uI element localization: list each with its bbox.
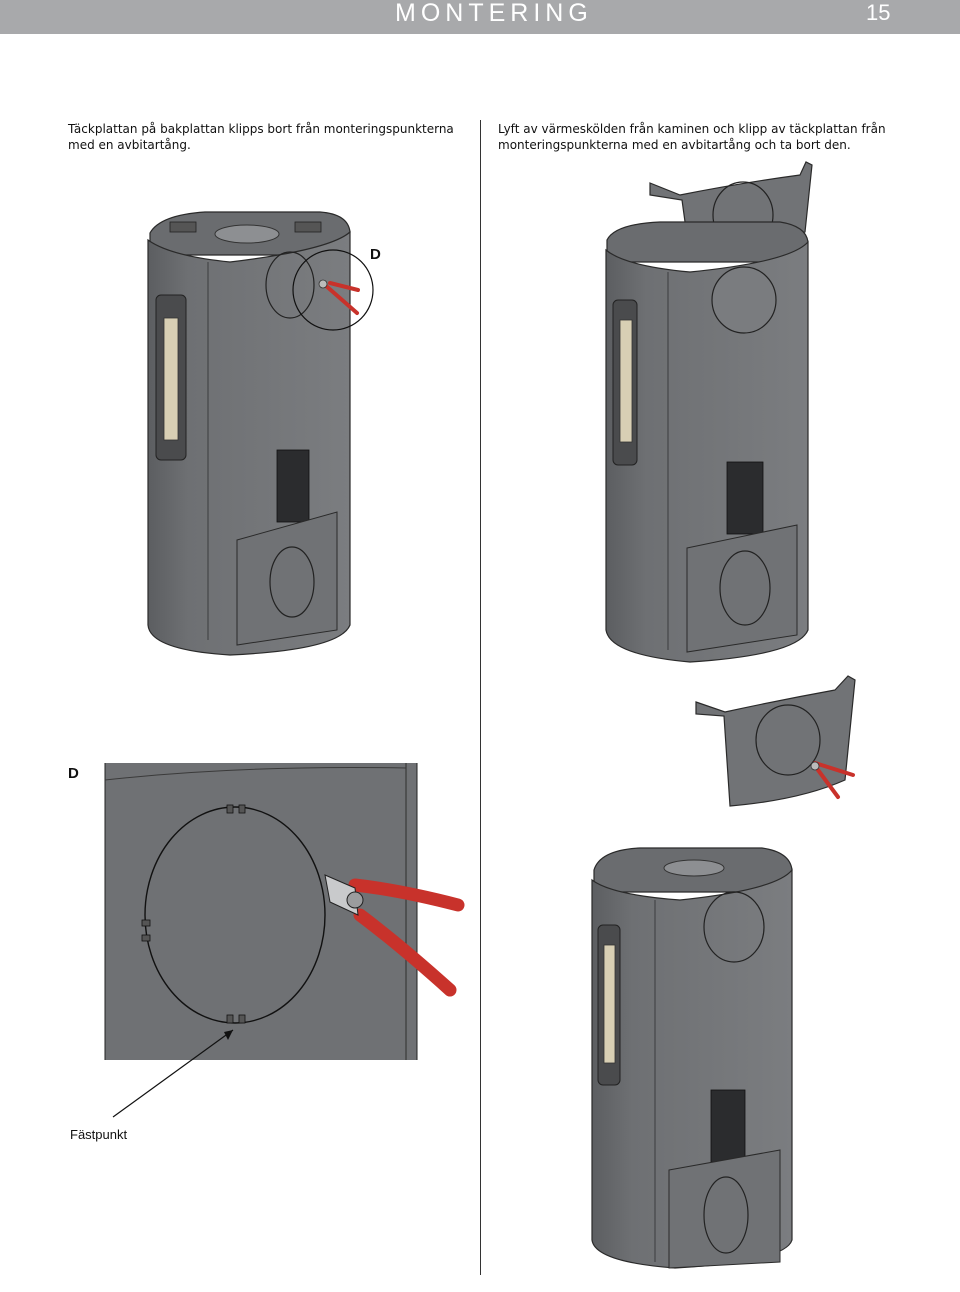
attachment-point-label: Fästpunkt bbox=[70, 1127, 128, 1142]
page-header: MONTERING 15 bbox=[0, 0, 960, 34]
stove-illustration-1 bbox=[147, 211, 374, 656]
instruction-right: Lyft av värmeskölden från kaminen och kl… bbox=[498, 122, 886, 152]
section-title: MONTERING bbox=[395, 0, 593, 27]
detail-view-label: D bbox=[68, 765, 79, 782]
detail-marker-label: D bbox=[370, 246, 381, 263]
column-divider bbox=[480, 120, 481, 1275]
page-number: 15 bbox=[866, 0, 891, 25]
instruction-left: Täckplattan på bakplattan klipps bort fr… bbox=[68, 122, 454, 152]
stove-illustration-2 bbox=[605, 161, 813, 663]
stove-illustration-3 bbox=[591, 675, 856, 1269]
detail-view bbox=[104, 763, 465, 1118]
